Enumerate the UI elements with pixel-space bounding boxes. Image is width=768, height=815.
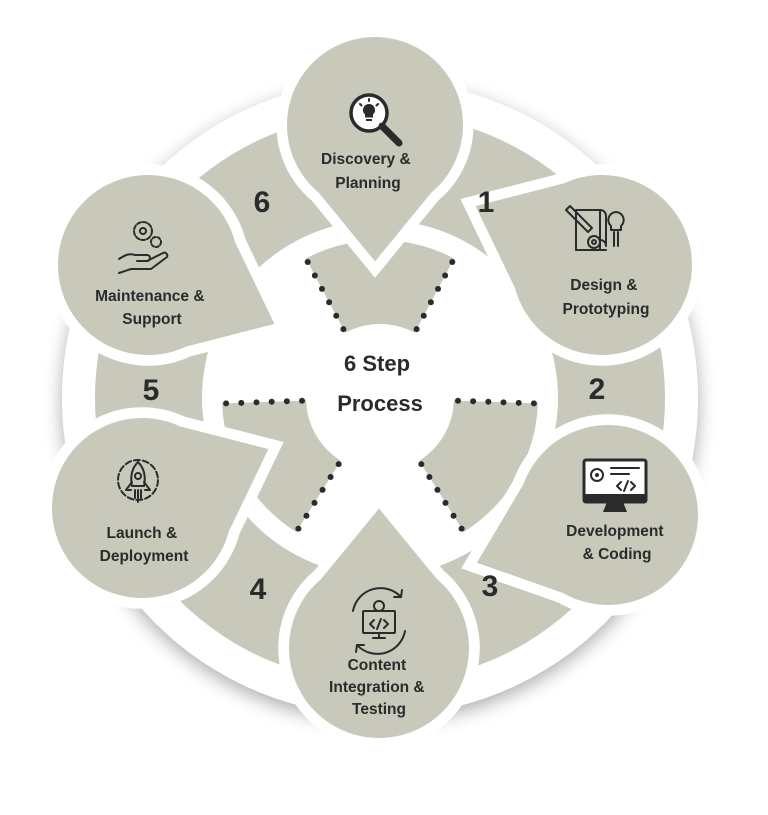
wedge-top-dot: [304, 259, 311, 266]
wedge-right-dot: [434, 486, 441, 493]
wedge-top-dot: [427, 299, 434, 306]
hand-gears-icon: [118, 221, 169, 274]
step-petals: [41, 26, 709, 749]
wedge-left-dot: [295, 525, 302, 532]
wedge-left-dot: [303, 512, 310, 519]
step-number-2: 2: [589, 373, 606, 406]
wedge-right-dot: [458, 525, 465, 532]
wedge-right-dot: [530, 400, 537, 407]
step-label-5: Launch & Deployment: [100, 525, 189, 565]
wedge-right-dot: [442, 499, 449, 506]
wedge-top-dot: [435, 285, 442, 292]
blueprint-pencil-icon: [565, 205, 625, 251]
wedge-top-dot: [449, 259, 456, 266]
wedge-right-dot: [485, 398, 492, 405]
step-label-6: Maintenance & Support: [95, 288, 209, 328]
step-label-2: Design & Prototyping: [563, 277, 650, 318]
wedge-left-dot: [223, 400, 230, 407]
petal-step-2: [475, 175, 692, 355]
wedge-left-dot: [299, 397, 306, 404]
wedge-left-dot: [238, 399, 245, 406]
petal-step-6: [57, 175, 275, 355]
wedge-left-dot: [283, 398, 290, 405]
wedge-top: [305, 240, 455, 333]
wedge-top-dot: [340, 326, 347, 333]
wedge-top-dot: [311, 272, 318, 279]
wedge-right-dot: [418, 461, 425, 468]
wedge-right-dot: [470, 398, 477, 405]
wedge-right-dot: [450, 512, 457, 519]
wedge-right-dot: [426, 474, 433, 481]
wedge-left-dot: [311, 499, 318, 506]
wedge-left-dot: [268, 398, 275, 405]
monitor-code-icon: [582, 458, 648, 512]
step-number-6: 6: [254, 186, 271, 219]
inner-wedges: [222, 240, 538, 532]
center-disc: [308, 326, 452, 470]
step-number-4: 4: [250, 573, 267, 606]
step-numbers: 1 2 3 4 5 6: [143, 186, 606, 606]
wedge-top-dot: [333, 312, 340, 319]
step-number-1: 1: [478, 186, 495, 219]
wedge-top-dot: [318, 285, 325, 292]
wedge-top-dot: [420, 312, 427, 319]
wedge-left-dot: [253, 399, 260, 406]
wedge-top-dot: [413, 326, 420, 333]
step-number-5: 5: [143, 374, 160, 407]
center-title-line-2: Process: [337, 391, 423, 416]
wedge-right-dot: [515, 399, 522, 406]
step-label-3: Development & Coding: [566, 523, 668, 563]
step-label-4: Content Integration & Testing: [329, 657, 429, 718]
wedge-right-dot: [500, 399, 507, 406]
code-gear-cycle-icon: [352, 587, 406, 655]
wedge-top-dot: [442, 272, 449, 279]
petal-step-1: [287, 37, 464, 262]
step-label-1: Discovery & Planning: [321, 151, 415, 192]
wedge-right: [419, 400, 538, 532]
rocket-gear-icon: [117, 459, 159, 503]
lightbulb-magnifier-icon: [349, 93, 403, 147]
wedge-left: [222, 400, 341, 532]
wedge-left-dot: [327, 474, 334, 481]
wedge-right-dot: [454, 397, 461, 404]
wedge-left-dot: [335, 461, 342, 468]
step-labels: Discovery & Planning Design & Prototypin…: [95, 151, 668, 718]
center-title-line-1: 6 Step: [344, 351, 410, 376]
wedge-left-dot: [319, 486, 326, 493]
wedge-top-dot: [326, 299, 333, 306]
petal-step-5: [51, 418, 269, 598]
step-number-3: 3: [482, 570, 499, 603]
